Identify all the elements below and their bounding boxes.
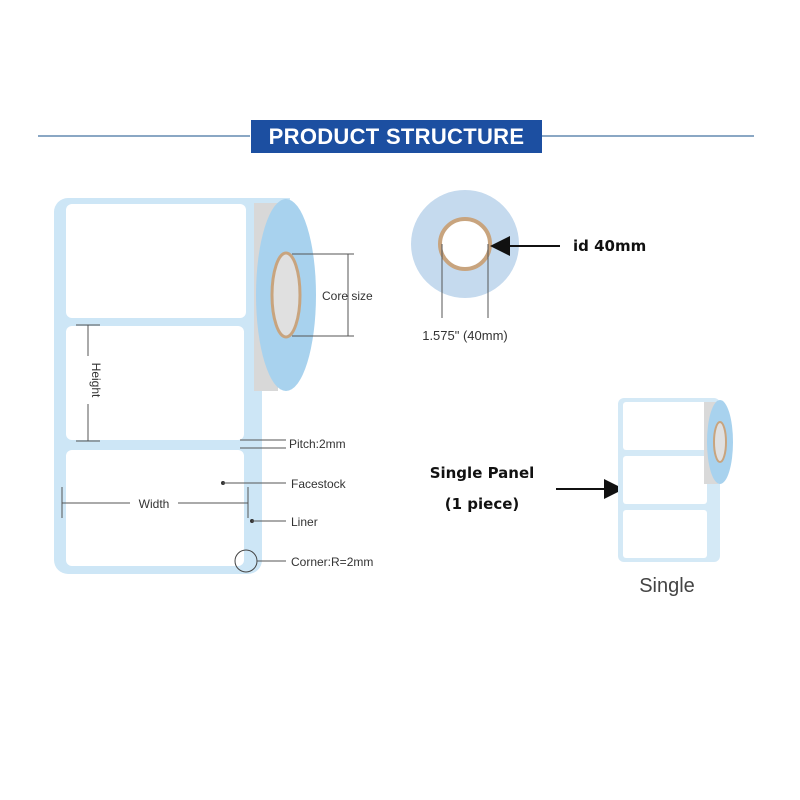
core-inner-ring bbox=[438, 217, 492, 271]
single-roll bbox=[618, 398, 733, 562]
page-title: PRODUCT STRUCTURE bbox=[251, 120, 542, 153]
single-label-2 bbox=[623, 456, 707, 504]
header-rule-right bbox=[542, 135, 754, 137]
core-size-label: Core size bbox=[322, 289, 373, 303]
single-label-3 bbox=[623, 510, 707, 558]
single-caption: Single bbox=[639, 575, 695, 597]
pitch-callout: Pitch:2mm bbox=[240, 437, 346, 451]
facestock-callout: Facestock bbox=[221, 477, 347, 491]
single-panel-title: Single Panel bbox=[430, 464, 535, 482]
pitch-label: Pitch:2mm bbox=[289, 437, 346, 451]
label-middle bbox=[66, 326, 244, 440]
single-label-1 bbox=[623, 402, 707, 450]
height-label: Height bbox=[89, 363, 103, 398]
label-roll bbox=[54, 198, 316, 574]
label-top bbox=[66, 204, 246, 318]
core-size-dimension: Core size bbox=[292, 253, 373, 337]
core-diameter-label: 1.575" (40mm) bbox=[422, 328, 508, 343]
liner-label: Liner bbox=[291, 515, 318, 529]
facestock-label: Facestock bbox=[291, 477, 347, 491]
core-detail: 1.575" (40mm) bbox=[411, 190, 519, 343]
width-label: Width bbox=[139, 497, 170, 511]
liner-callout: Liner bbox=[250, 515, 318, 529]
height-dimension: Height bbox=[76, 324, 103, 442]
corner-callout: Corner:R=2mm bbox=[234, 549, 373, 573]
roll-core bbox=[270, 251, 302, 339]
single-roll-core bbox=[713, 421, 727, 463]
corner-label: Corner:R=2mm bbox=[291, 555, 373, 569]
single-panel-subtitle: (1 piece) bbox=[445, 495, 520, 513]
header-rule-left bbox=[38, 135, 250, 137]
id-label: id 40mm bbox=[573, 237, 646, 255]
width-dimension: Width bbox=[61, 487, 249, 518]
label-bottom bbox=[66, 450, 244, 566]
